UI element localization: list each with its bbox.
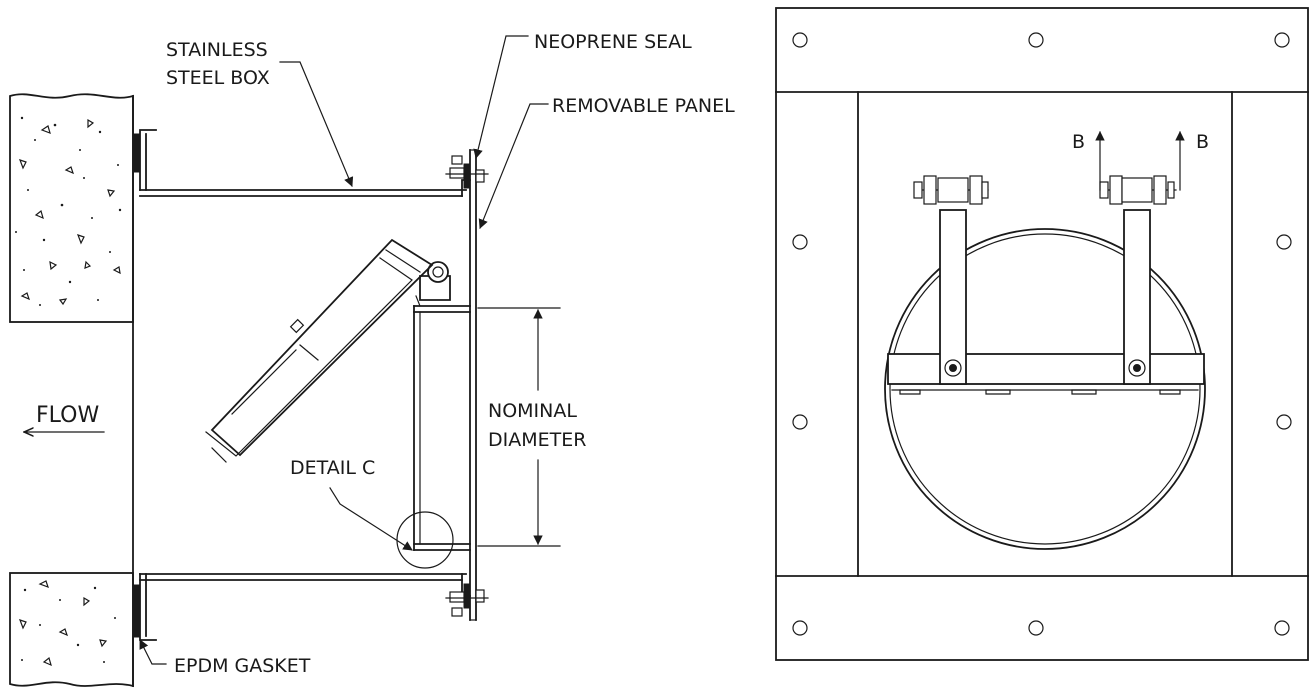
label-detail-c: DETAIL C: [290, 457, 375, 479]
leader-removable-panel: [478, 103, 549, 229]
label-epdm-gasket: EPDM GASKET: [174, 655, 311, 677]
outlet-opening-outer: [884, 228, 1206, 550]
hinge-arm-left: [913, 175, 989, 385]
label-flow: FLOW: [36, 403, 99, 428]
epdm-gasket-upper: [133, 133, 140, 173]
flap-crossbar: [887, 353, 1205, 395]
concrete-wall-upper: [9, 93, 134, 323]
circle-hole-icon: [792, 620, 808, 636]
circle-hole-icon: [1276, 414, 1292, 430]
section-b-label-right: B: [1196, 131, 1209, 153]
stainless-steel-box: [139, 179, 471, 597]
section-b-label-left: B: [1072, 131, 1085, 153]
label-removable-panel: REMOVABLE PANEL: [552, 95, 735, 117]
nominal-diameter-dimension: [477, 307, 561, 547]
front-view: B B: [775, 7, 1309, 661]
outlet-opening-inner: [889, 233, 1201, 545]
leader-detail-c: [329, 487, 413, 551]
leader-stainless-box: [279, 61, 354, 187]
leader-neoprene-seal: [473, 35, 529, 159]
circle-hole-icon: [1274, 32, 1290, 48]
circle-hole-icon: [1274, 620, 1290, 636]
circle-hole-icon: [792, 32, 808, 48]
label-neoprene-seal: NEOPRENE SEAL: [534, 31, 692, 53]
flap-gate: [205, 238, 434, 463]
label-diameter: DIAMETER: [488, 429, 586, 451]
section-b-markers: B B: [1072, 131, 1209, 191]
label-nominal: NOMINAL: [488, 400, 577, 422]
circle-hole-icon: [1276, 234, 1292, 250]
epdm-gasket-lower: [133, 584, 140, 638]
box-flange-lower: [139, 573, 157, 641]
box-flange-upper: [139, 129, 157, 191]
panel-bolt-lower: [445, 583, 489, 617]
circle-hole-icon: [792, 234, 808, 250]
leader-epdm-gasket: [139, 639, 167, 665]
label-stainless-line1: STAINLESS: [166, 39, 268, 61]
removable-panel: [469, 149, 477, 621]
concrete-aggregate-upper: [18, 118, 121, 306]
side-section-view: STAINLESS STEEL BOX NEOPRENE SEAL REMOVA…: [9, 31, 735, 688]
circle-hole-icon: [1028, 620, 1044, 636]
flap-hinge: [419, 261, 451, 301]
hinge-arm-right: [1099, 175, 1177, 385]
bolt-holes: [792, 32, 1292, 636]
concrete-wall-lower: [9, 572, 134, 688]
concrete-texture-lower: [21, 586, 116, 663]
concrete-texture-upper: [15, 116, 122, 306]
valve-seat: [413, 295, 471, 551]
circle-hole-icon: [1028, 32, 1044, 48]
circle-hole-icon: [792, 414, 808, 430]
outer-frame: [775, 7, 1309, 661]
detail-c-circle: [396, 511, 454, 569]
leader-lines: [139, 35, 549, 665]
label-stainless-line2: STEEL BOX: [166, 67, 270, 89]
panel-bolt-upper: [445, 155, 489, 189]
concrete-aggregate-lower: [18, 580, 108, 667]
